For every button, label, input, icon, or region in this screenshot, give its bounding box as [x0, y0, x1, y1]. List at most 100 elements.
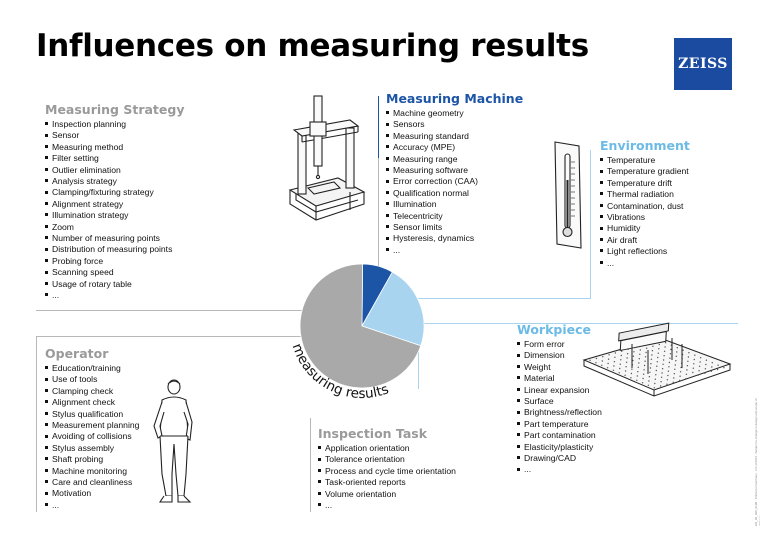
- list-item: Surface: [517, 396, 602, 407]
- list-item: Illumination strategy: [45, 210, 184, 221]
- list-item: Number of measuring points: [45, 233, 184, 244]
- list-item: Elasticity/plasticity: [517, 442, 602, 453]
- list-item: Scanning speed: [45, 267, 184, 278]
- list-item: Care and cleanliness: [45, 477, 139, 488]
- list-item: Temperature gradient: [600, 166, 690, 177]
- list-item: Task-oriented reports: [318, 477, 456, 488]
- list-item: Air draft: [600, 235, 690, 246]
- list-item: Stylus qualification: [45, 409, 139, 420]
- list-item: Weight: [517, 362, 602, 373]
- list-item: Volume orientation: [318, 489, 456, 500]
- list-item: Drawing/CAD: [517, 453, 602, 464]
- list-item: Motivation: [45, 488, 139, 499]
- list-item: Temperature drift: [600, 178, 690, 189]
- list-item: ...: [45, 500, 139, 511]
- cmm-icon: [288, 95, 366, 221]
- list-item: Form error: [517, 339, 602, 350]
- list-item: Education/training: [45, 363, 139, 374]
- list-item: Measuring range: [386, 154, 523, 165]
- list-item: Outlier elimination: [45, 165, 184, 176]
- list-item: Alignment strategy: [45, 199, 184, 210]
- pie-slice-1: [361, 271, 425, 347]
- list-item: Vibrations: [600, 212, 690, 223]
- workpiece-divider-left: [418, 323, 419, 389]
- list-item: Measurement planning: [45, 420, 139, 431]
- list-item: Telecentricity: [386, 211, 523, 222]
- list-item: Distribution of measuring points: [45, 244, 184, 255]
- list-item: Sensor limits: [386, 222, 523, 233]
- list-item: Measuring standard: [386, 131, 523, 142]
- list-item: Analysis strategy: [45, 176, 184, 187]
- list-item: Temperature: [600, 155, 690, 166]
- zeiss-logo: ZEISS: [674, 38, 732, 90]
- machine-divider-left: [378, 96, 379, 158]
- list-item: Linear expansion: [517, 385, 602, 396]
- list-item: Usage of rotary table: [45, 279, 184, 290]
- list-item: Clamping check: [45, 386, 139, 397]
- list-item: Contamination, dust: [600, 201, 690, 212]
- operator-person-icon: [153, 379, 193, 503]
- list-item: Filter setting: [45, 153, 184, 164]
- list-item: Measuring method: [45, 142, 184, 153]
- list-item: Part temperature: [517, 419, 602, 430]
- list-item: Accuracy (MPE): [386, 142, 523, 153]
- measuring-strategy-title: Measuring Strategy: [45, 102, 185, 117]
- list-item: Hysteresis, dynamics: [386, 233, 523, 244]
- list-item: Part contamination: [517, 430, 602, 441]
- pie-slice-2: [299, 263, 422, 389]
- list-item: Application orientation: [318, 443, 456, 454]
- list-item: Dimension: [517, 350, 602, 361]
- list-item: ...: [600, 258, 690, 269]
- workpiece-title: Workpiece: [517, 322, 592, 337]
- thermometer-icon: [554, 141, 582, 249]
- workpiece-divider-top: [418, 323, 738, 324]
- inspection-task-title: Inspection Task: [318, 426, 428, 441]
- list-item: ...: [386, 245, 523, 256]
- measuring-machine-title: Measuring Machine: [386, 91, 524, 106]
- list-item: Error correction (CAA): [386, 176, 523, 187]
- list-item: Alignment check: [45, 397, 139, 408]
- task-divider-left: [310, 418, 311, 512]
- list-item: Machine geometry: [386, 108, 523, 119]
- strategy-divider-bottom: [36, 310, 379, 311]
- list-item: ...: [517, 464, 602, 475]
- list-item: Light reflections: [600, 246, 690, 257]
- document-fine-print: EN_60_020_0198 · Printed in Germany · CZ…: [754, 398, 760, 526]
- list-item: Measuring software: [386, 165, 523, 176]
- list-item: ...: [45, 290, 184, 301]
- list-item: Humidity: [600, 223, 690, 234]
- list-item: Thermal radiation: [600, 189, 690, 200]
- list-item: Sensors: [386, 119, 523, 130]
- operator-divider-top: [36, 336, 302, 337]
- page-title: Influences on measuring results: [36, 28, 589, 64]
- list-item: Inspection planning: [45, 119, 184, 130]
- list-item: Stylus assembly: [45, 443, 139, 454]
- environment-divider-bottom: [386, 298, 591, 299]
- list-item: Brightness/reflection: [517, 407, 602, 418]
- list-item: Clamping/fixturing strategy: [45, 187, 184, 198]
- operator-title: Operator: [45, 346, 109, 361]
- list-item: Sensor: [45, 130, 184, 141]
- operator-divider-left: [36, 336, 37, 512]
- list-item: Probing force: [45, 256, 184, 267]
- workpiece-plate-icon: [582, 322, 732, 397]
- list-item: Shaft probing: [45, 454, 139, 465]
- list-item: Machine monitoring: [45, 466, 139, 477]
- strategy-divider-right: [378, 96, 379, 310]
- list-item: Material: [517, 373, 602, 384]
- list-item: Illumination: [386, 199, 523, 210]
- environment-divider-left: [590, 150, 591, 298]
- list-item: ...: [318, 500, 456, 511]
- list-item: Process and cycle time orientation: [318, 466, 456, 477]
